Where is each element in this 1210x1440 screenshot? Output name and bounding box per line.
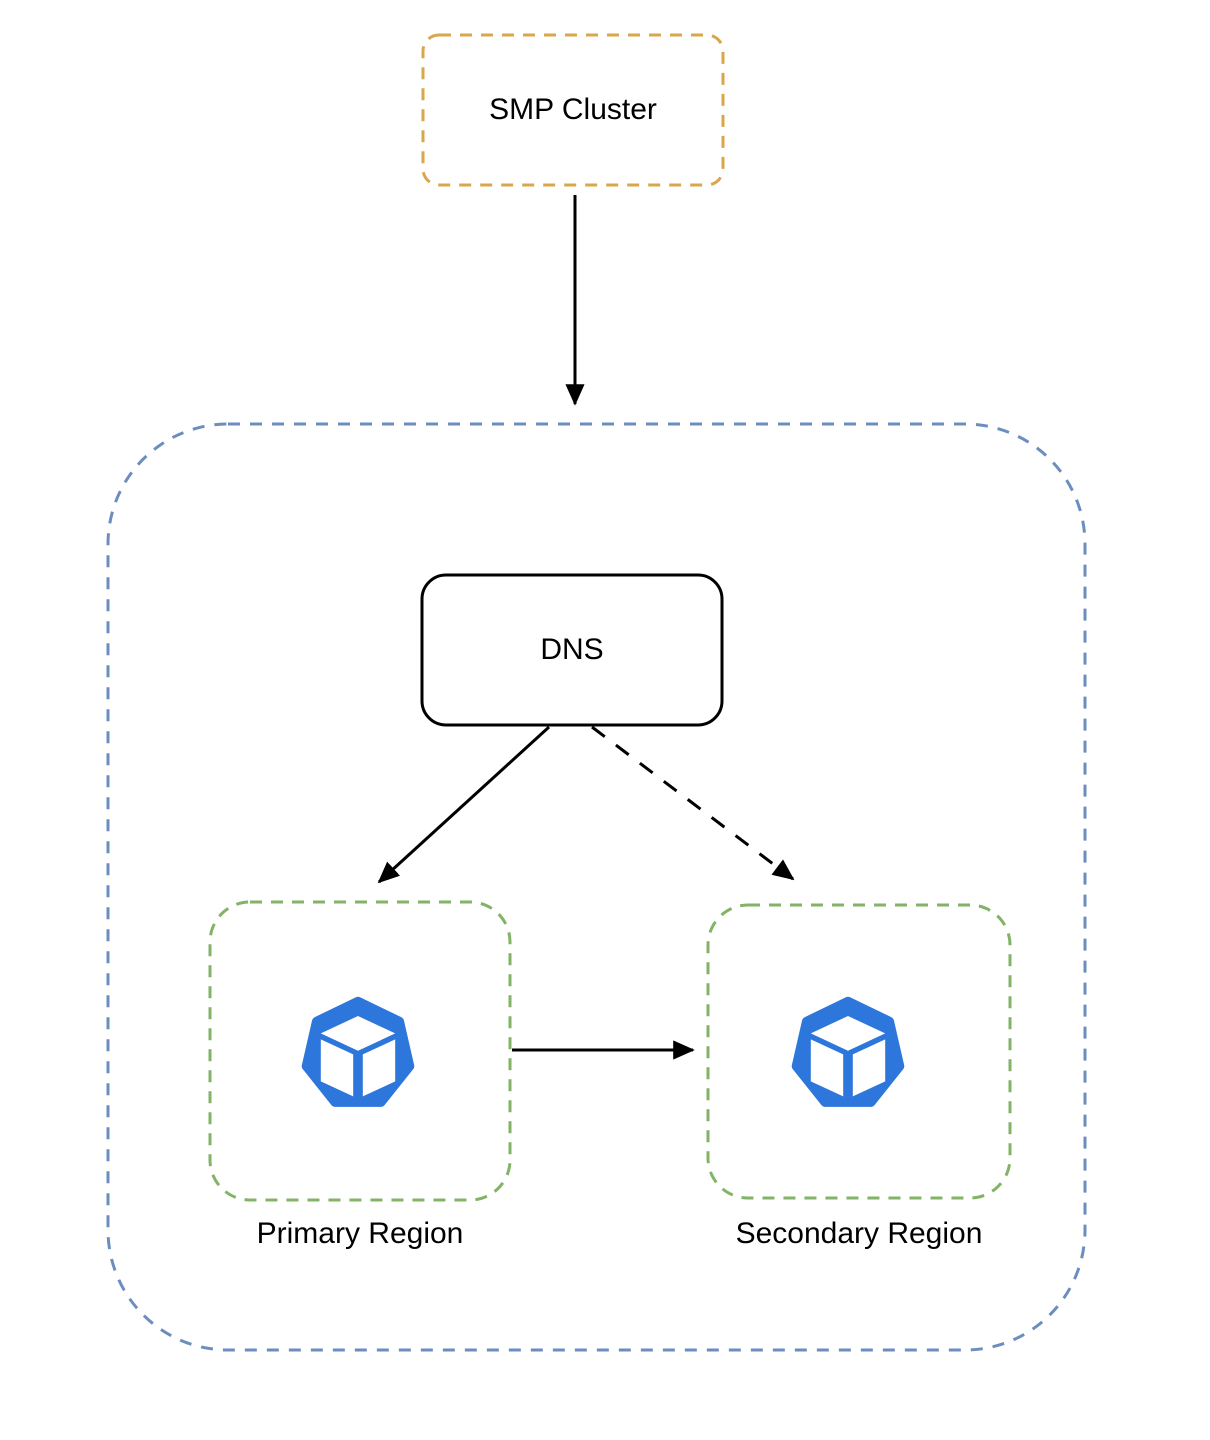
dns-to-primary-arrow [377, 725, 551, 884]
primary-region-label: Primary Region [256, 1217, 464, 1250]
secondary-kubernetes-cluster-icon [791, 996, 905, 1107]
primary-kubernetes-cluster-icon [301, 996, 415, 1107]
dns-label: DNS [540, 633, 604, 666]
dns-box [420, 573, 724, 727]
dns-zone-container-box [106, 422, 1087, 1352]
secondary-region-label: Secondary Region [735, 1217, 983, 1250]
dns-to-secondary-dashed-arrow [591, 725, 795, 881]
smp-cluster-label: SMP Cluster [489, 93, 657, 126]
smp-cluster-box [421, 33, 725, 187]
